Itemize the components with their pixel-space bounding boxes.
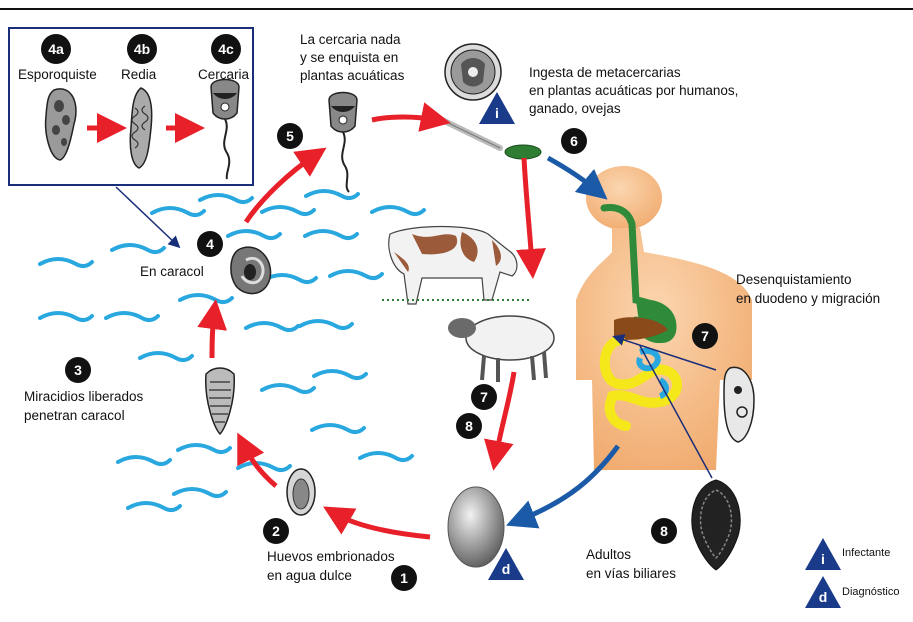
inset-pointer-line	[116, 187, 176, 244]
human-figure	[576, 166, 752, 470]
label-4a: Esporoquiste	[18, 66, 97, 83]
badge-5: 5	[277, 123, 303, 149]
badge-4: 4	[197, 231, 223, 257]
label-5-line2: y se enquista en	[300, 49, 398, 66]
legend-diagnostic-letter: d	[805, 580, 841, 608]
egg-diagnostic-letter: d	[488, 552, 524, 580]
excysted-larva-figure	[724, 367, 754, 442]
label-4c: Cercaria	[198, 66, 249, 83]
badge-4c: 4c	[211, 34, 241, 64]
badge-8: 8	[651, 518, 677, 544]
water-waves	[40, 191, 424, 510]
legend-diagnostic-label: Diagnóstico	[842, 584, 899, 601]
miracidium-figure	[206, 368, 235, 434]
label-8-line2: en vías biliares	[586, 565, 676, 582]
label-5-line1: La cercaria nada	[300, 31, 401, 48]
label-1-line2: en agua dulce	[267, 567, 352, 584]
arrow-5-6	[372, 117, 436, 120]
cow-figure	[382, 227, 532, 305]
label-3-line1: Miracidios liberados	[24, 388, 143, 405]
badge-7: 7	[692, 323, 718, 349]
badge-1: 1	[391, 565, 417, 591]
badge-6: 6	[561, 128, 587, 154]
badge-8-sheep: 8	[456, 413, 482, 439]
label-6-line1: Ingesta de metacercarias	[529, 64, 681, 81]
label-1-line1: Huevos embrionados	[267, 548, 395, 565]
label-6-line3: ganado, ovejas	[529, 100, 621, 117]
label-5-line3: plantas acuáticas	[300, 67, 404, 84]
badge-4b: 4b	[127, 34, 157, 64]
arrow-1-2	[336, 514, 430, 537]
label-3-line2: penetran caracol	[24, 407, 125, 424]
badge-3: 3	[65, 357, 91, 383]
sheep-figure	[448, 316, 554, 382]
badge-2: 2	[263, 518, 289, 544]
legend-infective-letter: i	[805, 542, 841, 570]
label-4: En caracol	[140, 263, 204, 280]
adult-fluke-figure	[692, 480, 740, 570]
cercaria-main-figure	[329, 93, 357, 193]
arrow-3-4	[212, 314, 214, 358]
egg-water-figure	[287, 469, 315, 515]
badge-7-sheep: 7	[471, 384, 497, 410]
label-7-line1: Desenquistamiento	[736, 271, 852, 288]
label-7-line2: en duodeno y migración	[736, 290, 880, 307]
label-4b: Redia	[121, 66, 156, 83]
metacercaria-infective-letter: i	[479, 96, 515, 124]
arrow-6-human	[548, 158, 596, 190]
label-6-line2: en plantas acuáticas por humanos,	[529, 82, 759, 99]
metacercaria-figure	[445, 44, 501, 100]
arrow-sheep-egg	[496, 372, 514, 456]
label-8-line1: Adultos	[586, 546, 631, 563]
badge-4a: 4a	[41, 34, 71, 64]
legend-infective-label: Infectante	[842, 545, 890, 562]
arrow-6-sheep	[524, 158, 532, 264]
spoon-figure	[438, 118, 541, 159]
snail-figure	[231, 247, 271, 293]
